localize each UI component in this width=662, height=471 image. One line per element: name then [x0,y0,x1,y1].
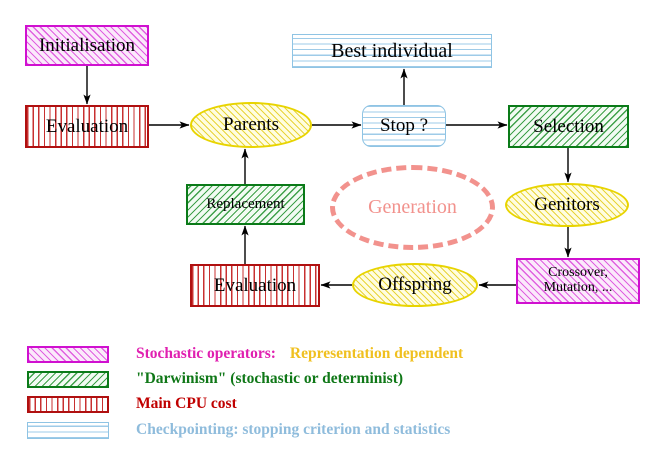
node-selection[interactable]: Selection [508,105,629,148]
node-evaluation-bottom-label: Evaluation [213,274,297,296]
node-initialisation-label: Initialisation [38,34,136,56]
node-genitors-label: Genitors [534,194,600,216]
node-generation: Generation [330,165,495,250]
node-best-individual[interactable]: Best individual [292,34,492,68]
node-generation-label: Generation [368,196,457,218]
node-offspring[interactable]: Offspring [352,263,478,307]
node-crossover-mutation[interactable]: Crossover, Mutation, ... [516,258,640,304]
node-offspring-label: Offspring [378,274,452,296]
node-genitors[interactable]: Genitors [505,183,629,227]
legend-text-checkpointing: Checkpointing: stopping criterion and st… [136,421,451,438]
node-crossover-mutation-label: Crossover, Mutation, ... [543,265,613,295]
legend-label-darwinism: "Darwinism" (stochastic or determinist) [136,370,403,388]
node-selection-label: Selection [533,115,604,137]
node-replacement-label: Replacement [206,195,285,212]
legend-text-darwinism: "Darwinism" (stochastic or determinist) [136,370,404,387]
legend-label-checkpointing: Checkpointing: stopping criterion and st… [136,421,450,439]
legend-text-main-cpu-cost: Main CPU cost [136,395,237,412]
node-stop[interactable]: Stop ? [362,105,446,147]
legend-swatch-blue-horizontal-hatch [27,421,109,439]
node-parents[interactable]: Parents [190,102,312,148]
node-stop-label: Stop ? [379,115,429,137]
legend-swatch-green-diagonal-hatch [27,370,109,388]
node-initialisation[interactable]: Initialisation [25,25,149,66]
node-evaluation-bottom[interactable]: Evaluation [190,264,320,307]
node-parents-label: Parents [223,114,279,136]
legend-label-stochastic-operators: Stochastic operators: Representation depe… [136,345,463,363]
legend-row-stochastic-operators: Stochastic operators: Representation depe… [27,344,463,364]
node-evaluation-top-label: Evaluation [45,115,129,137]
node-best-individual-label: Best individual [331,39,453,62]
legend-text-stochastic-operators: Stochastic operators: [136,345,276,362]
legend-label-main-cpu-cost: Main CPU cost [136,395,237,413]
legend-swatch-magenta-diagonal-hatch [27,345,109,363]
legend-text-representation-dependent: Representation dependent [289,345,464,362]
legend-row-darwinism: "Darwinism" (stochastic or determinist) [27,369,403,389]
node-evaluation-top[interactable]: Evaluation [25,105,149,148]
legend-row-checkpointing: Checkpointing: stopping criterion and st… [27,420,450,440]
legend-swatch-red-vertical-hatch [27,395,109,413]
legend-row-main-cpu-cost: Main CPU cost [27,394,237,414]
node-replacement[interactable]: Replacement [186,184,305,225]
